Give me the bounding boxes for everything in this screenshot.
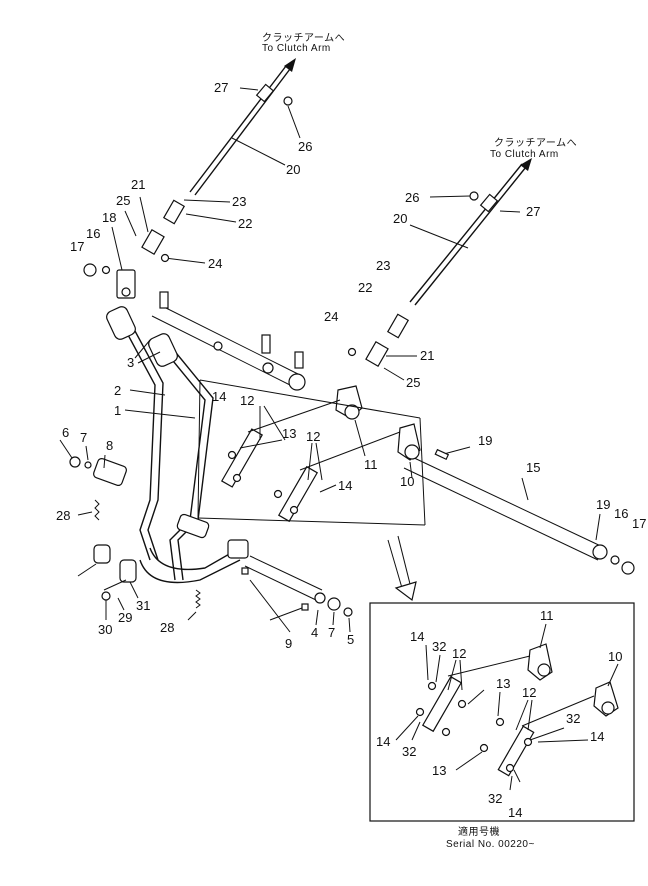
right-clutch-rod (347, 158, 532, 381)
left-clutch-rod (189, 58, 301, 196)
part-label-16: 16 (86, 226, 100, 241)
part-label-18: 18 (102, 210, 116, 225)
inset-label-32: 32 (488, 791, 502, 806)
main-shaft (403, 446, 635, 575)
part-label-24: 24 (208, 256, 222, 271)
part-label-16: 16 (614, 506, 628, 521)
inset-label-13: 13 (432, 763, 446, 778)
part-label-25: 25 (406, 375, 420, 390)
caption-top-right-jp: クラッチアームへ (494, 137, 577, 149)
inset-detail (369, 602, 635, 822)
part-label-5: 5 (347, 632, 354, 647)
part-label-15: 15 (526, 460, 540, 475)
part-label-2: 2 (114, 383, 121, 398)
part-label-26: 26 (405, 190, 419, 205)
part-label-28: 28 (160, 620, 174, 635)
part-label-26: 26 (298, 139, 312, 154)
caption-top-left-en: To Clutch Arm (262, 43, 331, 54)
inset-label-32: 32 (432, 639, 446, 654)
inset-label-10: 10 (608, 649, 622, 664)
inset-label-12: 12 (522, 685, 536, 700)
part-label-30: 30 (98, 622, 112, 637)
inset-label-12: 12 (452, 646, 466, 661)
part-label-21: 21 (420, 348, 434, 363)
control-levers (106, 306, 214, 581)
part-label-3: 3 (127, 355, 134, 370)
part-label-17: 17 (70, 239, 84, 254)
inset-label-14: 14 (376, 734, 390, 749)
part-label-11: 11 (364, 457, 378, 472)
part-label-22: 22 (358, 280, 372, 295)
part-label-31: 31 (136, 598, 150, 613)
part-label-27: 27 (526, 204, 540, 219)
part-label-25: 25 (116, 193, 130, 208)
part-label-6: 6 (62, 425, 69, 440)
part-label-14: 14 (212, 389, 226, 404)
part-label-12: 12 (240, 393, 254, 408)
lower-tube (139, 513, 353, 633)
part-label-1: 1 (114, 403, 121, 418)
lever-assembly (197, 379, 426, 526)
part-label-28: 28 (56, 508, 70, 523)
part-label-10: 10 (400, 474, 414, 489)
part-label-12: 12 (306, 429, 320, 444)
caption-top-left-jp: クラッチアームへ (262, 32, 345, 44)
part-label-20: 20 (286, 162, 300, 177)
part-label-7: 7 (80, 430, 87, 445)
part-label-19: 19 (478, 433, 492, 448)
upper-cross-shaft (151, 291, 306, 391)
inset-label-32: 32 (566, 711, 580, 726)
caption-serial-jp: 適用号機 (458, 825, 500, 838)
inset-label-14: 14 (590, 729, 604, 744)
left-bracket (59, 439, 201, 621)
part-label-9: 9 (285, 636, 292, 651)
caption-serial-en: Serial No. 00220~ (446, 839, 535, 850)
part-label-14: 14 (338, 478, 352, 493)
part-label-8: 8 (106, 438, 113, 453)
part-label-17: 17 (632, 516, 646, 531)
inset-label-14: 14 (508, 805, 522, 820)
inset-label-11: 11 (540, 608, 554, 623)
part-label-4: 4 (311, 625, 318, 640)
inset-label-32: 32 (402, 744, 416, 759)
part-label-19: 19 (596, 497, 610, 512)
part-label-13: 13 (282, 426, 296, 441)
inset-callout-arrow (387, 535, 417, 602)
part-label-7: 7 (328, 625, 335, 640)
part-label-29: 29 (118, 610, 132, 625)
part-label-22: 22 (238, 216, 252, 231)
inset-label-13: 13 (496, 676, 510, 691)
part-label-24: 24 (324, 309, 338, 324)
part-label-20: 20 (393, 211, 407, 226)
part-label-23: 23 (376, 258, 390, 273)
part-label-23: 23 (232, 194, 246, 209)
part-label-21: 21 (131, 177, 145, 192)
caption-top-right-en: To Clutch Arm (490, 149, 559, 160)
inset-label-14: 14 (410, 629, 424, 644)
part-label-27: 27 (214, 80, 228, 95)
left-adjuster (83, 196, 237, 299)
